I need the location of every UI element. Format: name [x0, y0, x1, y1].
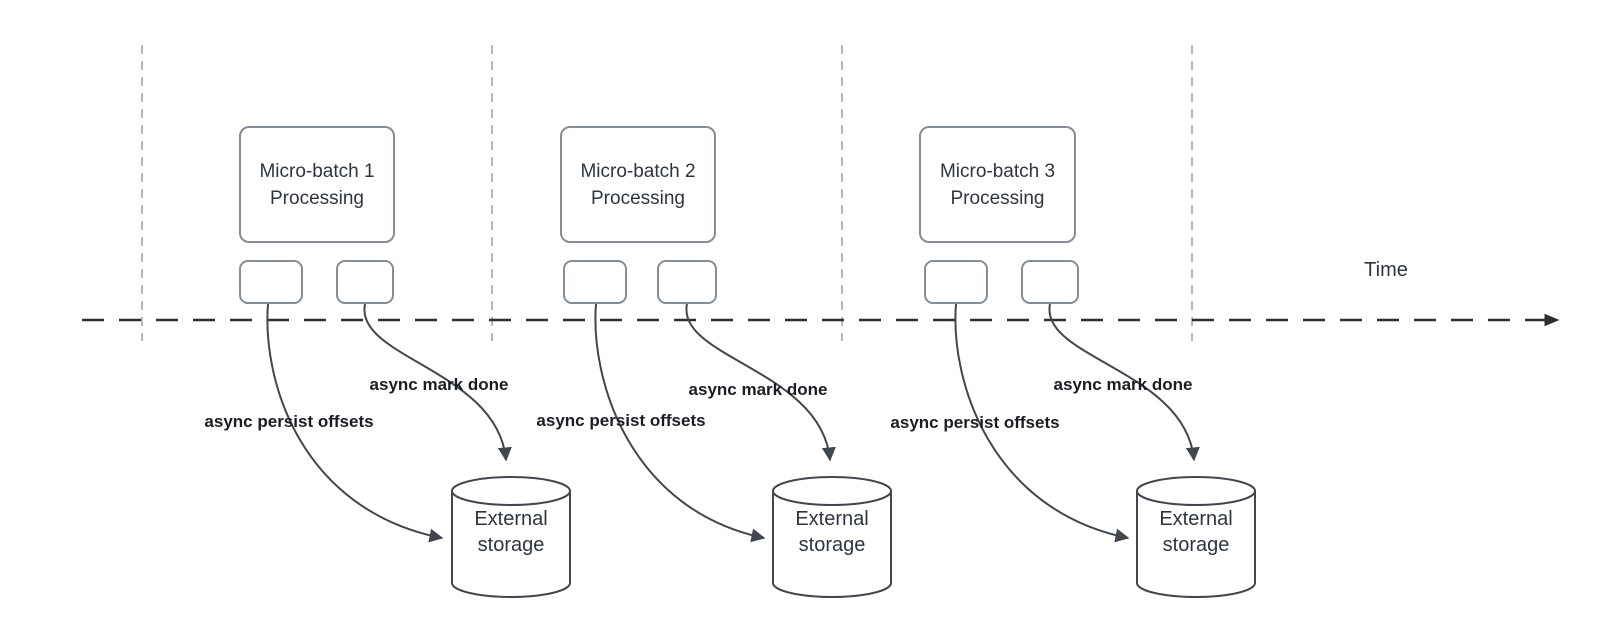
external-storage-2-line1: External — [795, 508, 869, 530]
external-storage-3-line1: External — [1159, 508, 1233, 530]
mark-done-label-3: async mark done — [1053, 375, 1193, 394]
persist-offsets-label-3: async persist offsets — [890, 413, 1060, 432]
microbatch-2-title-line2: Processing — [591, 187, 685, 209]
mark-done-arrow-3 — [1048, 303, 1200, 462]
external-storage-3-line2: storage — [1162, 534, 1230, 556]
external-storage-2-line2: storage — [798, 534, 866, 556]
microbatch-3-task-right — [1021, 260, 1079, 304]
external-storage-cylinder-1 — [451, 476, 571, 598]
microbatch-2-task-left — [563, 260, 627, 304]
mark-done-arrow-2 — [685, 303, 836, 462]
microbatch-2-task-right — [657, 260, 717, 304]
persist-offsets-arrow-1 — [266, 303, 444, 543]
external-storage-1-line2: storage — [477, 534, 545, 556]
persist-offsets-label-2: async persist offsets — [536, 411, 706, 430]
microbatch-3-task-left — [924, 260, 988, 304]
external-storage-cylinder-3 — [1136, 476, 1256, 598]
mark-done-arrow-1 — [363, 303, 512, 462]
microbatch-3-title-line2: Processing — [950, 187, 1045, 209]
persist-offsets-arrow-3 — [954, 303, 1130, 543]
persist-offsets-arrow-2 — [594, 303, 766, 543]
mark-done-label-1: async mark done — [369, 375, 509, 394]
microbatch-1-task-right — [336, 260, 394, 304]
microbatch-1-processing-box: Micro-batch 1 Processing — [239, 126, 395, 243]
mark-done-label-2: async mark done — [688, 380, 828, 399]
microbatch-2-title-line1: Micro-batch 2 — [580, 160, 696, 182]
external-storage-2: External storage — [771, 470, 893, 592]
microbatch-1-title-line1: Micro-batch 1 — [259, 160, 375, 182]
external-storage-1: External storage — [450, 470, 572, 592]
time-axis-label: Time — [1364, 259, 1408, 281]
microbatch-3-processing-box: Micro-batch 3 Processing — [919, 126, 1076, 243]
microbatch-1-title-line2: Processing — [270, 187, 364, 209]
microbatch-1-task-left — [239, 260, 303, 304]
microbatch-2-processing-box: Micro-batch 2 Processing — [560, 126, 716, 243]
external-storage-cylinder-2 — [772, 476, 892, 598]
microbatch-3-title-line1: Micro-batch 3 — [939, 160, 1056, 182]
persist-offsets-label-1: async persist offsets — [204, 412, 374, 431]
external-storage-1-line1: External — [474, 508, 548, 530]
external-storage-3: External storage — [1135, 470, 1257, 592]
